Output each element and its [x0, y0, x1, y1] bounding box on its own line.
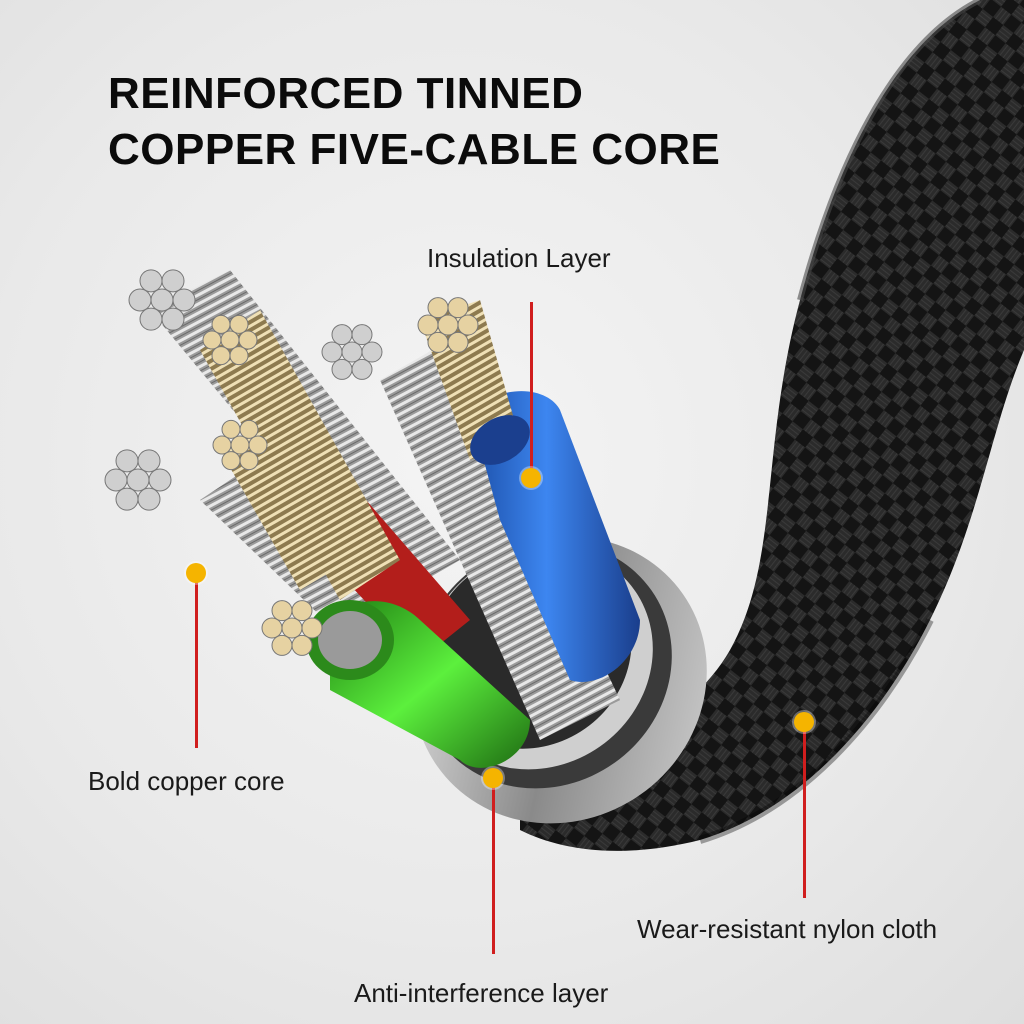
copper-strand-end [291, 600, 313, 622]
silver-strand-end [137, 487, 161, 511]
wear-resistant-nylon-label: Wear-resistant nylon cloth [637, 914, 938, 944]
green-wire [306, 600, 530, 768]
copper-strand-end [212, 435, 232, 455]
insulation-layer-label: Insulation Layer [427, 243, 611, 273]
insulation-leader-line [530, 302, 533, 478]
copper-strand-end [229, 314, 249, 334]
copper-marker-dot [186, 563, 206, 583]
silver-strand-end [139, 307, 163, 331]
wire-end-caps [104, 269, 479, 656]
copper-strand-end [248, 435, 268, 455]
silver-strand-end [331, 324, 353, 346]
silver-strand-end [128, 288, 152, 312]
silver-strand-end [172, 288, 196, 312]
page-title: REINFORCED TINNED COPPER FIVE-CABLE CORE [108, 66, 720, 178]
silver-strand-end [321, 341, 343, 363]
nylon-marker-dot [794, 712, 814, 732]
silver-strand-end-cluster [104, 449, 172, 511]
title-line-2: COPPER FIVE-CABLE CORE [108, 125, 721, 174]
copper-strand-end [427, 297, 449, 319]
copper-strand-end [447, 297, 469, 319]
silver-strand-end [126, 468, 150, 492]
silver-strand-end [115, 449, 139, 473]
copper-strand-end [281, 617, 303, 639]
copper-strand-end [239, 451, 259, 471]
copper-strand-end [211, 346, 231, 366]
copper-strand-end [221, 419, 241, 439]
silver-strand-end [115, 487, 139, 511]
silver-strand-end [351, 324, 373, 346]
copper-strand-end-cluster [261, 600, 323, 656]
copper-strand-end [427, 331, 449, 353]
copper-strand-end [291, 634, 313, 656]
silver-strand-end [150, 288, 174, 312]
copper-strand-end [220, 330, 240, 350]
silver-strand-end [331, 358, 353, 380]
anti-interference-marker-dot [483, 768, 503, 788]
insulation-marker-dot [521, 468, 541, 488]
anti-interference-layer-label: Anti-interference layer [354, 978, 609, 1008]
silver-strand-end [137, 449, 161, 473]
copper-strand-end [261, 617, 283, 639]
silver-strand-end [148, 468, 172, 492]
nylon-leader-line [803, 722, 806, 898]
silver-strand-end [161, 269, 185, 293]
anti-interference-leader-line [492, 778, 495, 954]
copper-strand-end-cluster [202, 314, 258, 366]
silver-strand-end-cluster [321, 324, 383, 380]
copper-strand-end [437, 314, 459, 336]
silver-strand-end [361, 341, 383, 363]
copper-leader-line [195, 574, 198, 748]
copper-strand-end [417, 314, 439, 336]
silver-strand-end [341, 341, 363, 363]
copper-strand-end [221, 451, 241, 471]
copper-strand-end [230, 435, 250, 455]
silver-strand-end [104, 468, 128, 492]
copper-strand-end-cluster [212, 419, 268, 471]
copper-strand-end [238, 330, 258, 350]
copper-strand-end [457, 314, 479, 336]
silver-strand-end [351, 358, 373, 380]
silver-strand-end [139, 269, 163, 293]
braided-cable-sheath [520, 0, 1024, 851]
silver-strand-end-cluster [128, 269, 196, 331]
copper-strand-end [211, 314, 231, 334]
silver-strand-end [161, 307, 185, 331]
copper-strand-end [229, 346, 249, 366]
title-line-1: REINFORCED TINNED [108, 69, 584, 118]
copper-strand-end [301, 617, 323, 639]
copper-strand-end [202, 330, 222, 350]
copper-strand-end [447, 331, 469, 353]
copper-strand-end [271, 600, 293, 622]
copper-strand-end [271, 634, 293, 656]
copper-strand-end [239, 419, 259, 439]
bold-copper-core-label: Bold copper core [88, 766, 285, 796]
copper-strand-end-cluster [417, 297, 479, 353]
